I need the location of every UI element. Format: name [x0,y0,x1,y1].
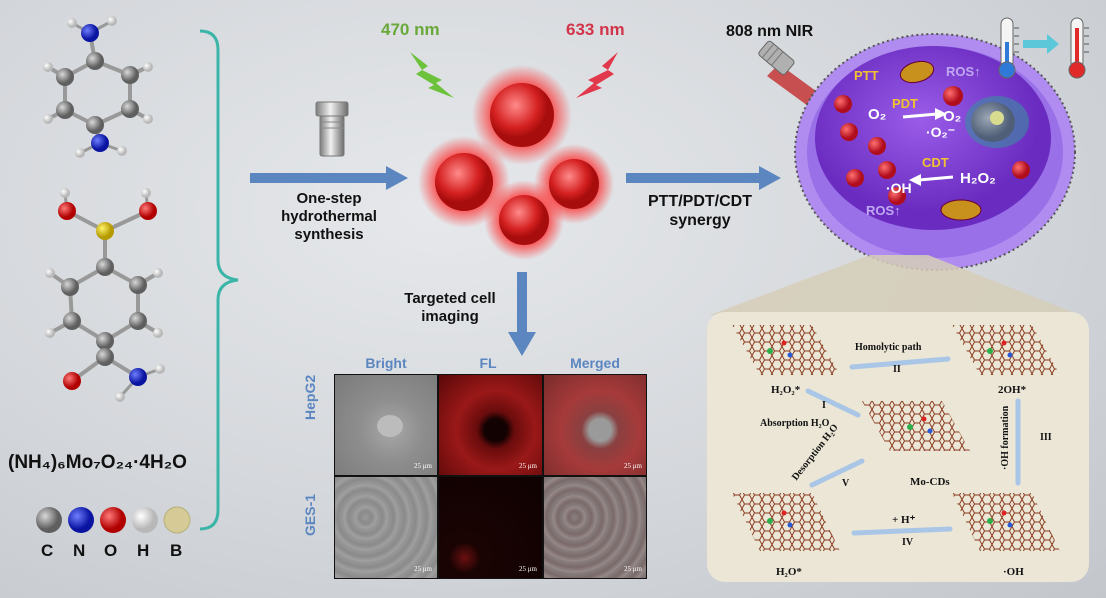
cdt-label: CDT [922,155,949,170]
molecule-structures [43,16,165,402]
homolytic-label: Homolytic path [855,342,922,353]
two-oh-star-label: 2OH* [998,384,1027,396]
legend-b: B [170,541,183,560]
scale-bar-5: 25 μm [519,565,537,573]
oh-radical-label: ·OH [1003,566,1024,578]
synthesis-line-2: hydrothermal [281,208,377,225]
mechanism-graphene-sheets [732,325,1060,551]
h2o2-star-label: H₂O₂* [771,384,801,396]
callout-wedge [710,255,1080,315]
legend-ball-o [100,507,126,533]
scale-bar-2: 25 μm [519,462,537,470]
carbon-dot-left [435,153,493,211]
lightning-green-icon [410,52,454,98]
therapy-line-2: synergy [669,212,731,230]
arrow-step-i [805,388,861,418]
image-ges1-merged [544,477,646,578]
synthesis-line-1: One-step [296,190,362,207]
therapy-line-1: PTT/PDT/CDT [648,193,752,210]
o2-label: O₂ [868,106,887,123]
oh-formation-label: ·OH formation [1000,405,1011,470]
nir-label: 808 nm NIR [726,23,814,40]
pdt-label: PDT [892,96,918,111]
imaging-label: Targeted cell imaging [380,290,520,326]
legend-o: O [104,541,118,560]
sheet-2oh [952,325,1060,375]
scale-bar-4: 25 μm [414,565,432,573]
step-i-label: I [822,400,826,411]
element-legend-balls [36,506,191,534]
mo-cds-label: Mo-CDs [910,476,950,488]
carbon-dot-top [490,83,554,147]
autoclave-icon [315,101,349,157]
carbon-dot-right [549,159,599,209]
microscopy-grid: 25 μm 25 μm 25 μm 25 μm 25 μm 25 μm [334,374,647,579]
singlet-o2-label: ¹O₂ [938,108,962,125]
image-hepg2-merged [544,375,646,475]
ros-top-label: ROS↑ [946,64,981,79]
mitochondrion-bottom [940,199,982,221]
imaging-line-2: imaging [421,308,479,325]
thermometer-icons [998,17,1089,79]
h2o-star-label: H₂O* [776,566,802,578]
row-label-ges1: GES-1 [302,493,318,536]
scale-bar-3: 25 μm [624,462,642,470]
arrow-step-v [809,458,865,488]
step-iii-label: III [1040,432,1052,443]
h2o2-label: H₂O₂ [960,170,996,187]
carbon-dots [418,65,614,260]
image-ges1-fl [439,477,542,578]
sheet-h2o [732,493,840,551]
step-v-label: V [842,478,850,489]
legend-c: C [41,541,54,560]
col-header-fl: FL [479,355,497,371]
synthesis-label: One-step hydrothermal synthesis [262,190,396,244]
wavelength-470: 470 nm [381,20,440,39]
ptt-label: PTT [854,68,879,83]
wavelength-633: 633 nm [566,20,625,39]
step-ii-label: II [893,364,901,375]
arrow-synthesis [250,166,408,190]
scale-bar-1: 25 μm [414,462,432,470]
legend-ball-n [68,507,94,533]
step-iv-label: IV [902,537,914,548]
image-ges1-bright [335,477,437,578]
legend-ball-h [132,507,158,533]
mitochondrion-top [899,60,935,84]
arrow-step-ii [849,356,951,370]
lightning-red-icon [576,52,618,98]
arrow-imaging [508,272,536,356]
therapy-label: PTT/PDT/CDT synergy [630,192,770,230]
col-header-merged: Merged [570,355,620,371]
formula-label: (NH₄)₆Mo₇O₂₄·4H₂O [8,452,187,473]
col-header-bright: Bright [365,355,407,371]
synthesis-line-3: synthesis [294,226,364,243]
superoxide-label: ·O₂⁻ [926,124,956,140]
absorption-label: Absorption H₂O [760,418,830,429]
carbon-dot-bottom [499,195,549,245]
nucleolus [990,111,1004,125]
row-label-hepg2: HepG2 [302,374,318,420]
legend-ball-c [36,507,62,533]
oh-label: ·OH [886,180,912,196]
arrow-therapy [626,166,781,190]
scale-bar-6: 25 μm [624,565,642,573]
arrow-step-iv [851,526,953,536]
h-plus-label: + H⁺ [892,514,916,526]
sheet-h2o2 [732,325,840,375]
sheet-mo-cds [862,401,970,451]
ros-bottom-label: ROS↑ [866,203,901,218]
image-hepg2-bright [335,375,437,475]
curly-brace [199,29,239,531]
sheet-oh [952,493,1060,551]
cancer-cell [794,33,1076,271]
legend-ball-b [163,506,191,534]
legend-n: N [73,541,86,560]
image-hepg2-fl [439,375,542,475]
legend-h: H [137,541,150,560]
imaging-line-1: Targeted cell [404,290,496,307]
